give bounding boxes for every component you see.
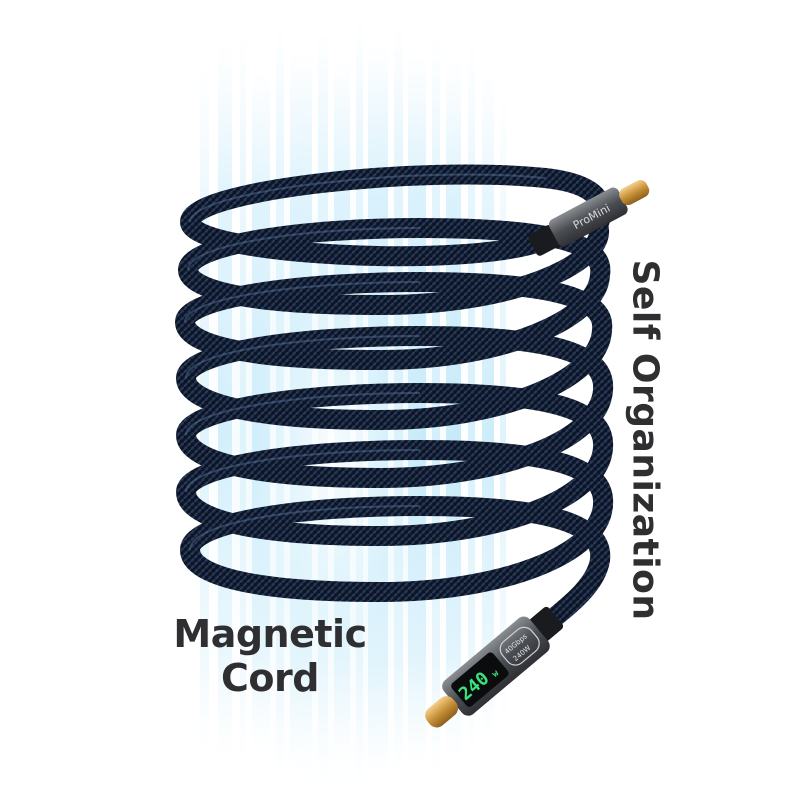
cable-loop-1	[179, 164, 612, 267]
cable-loop-6	[175, 438, 614, 547]
cable-loop-7	[179, 495, 613, 603]
cable-loop-5	[175, 380, 614, 489]
label-line-1: Magnetic	[173, 612, 367, 656]
power-display	[451, 652, 509, 707]
cable-loop-4	[175, 320, 614, 431]
top-usb-c-connector: ProMini	[528, 180, 650, 256]
label-line-2: Cord	[221, 656, 319, 700]
magnetic-cord-label: Magnetic Cord	[150, 612, 390, 700]
display-unit: w	[490, 668, 501, 680]
bottom-usb-c-connector: 240 w 40Gbps 240W	[425, 606, 564, 728]
self-organization-label: Self Organization	[624, 259, 666, 621]
